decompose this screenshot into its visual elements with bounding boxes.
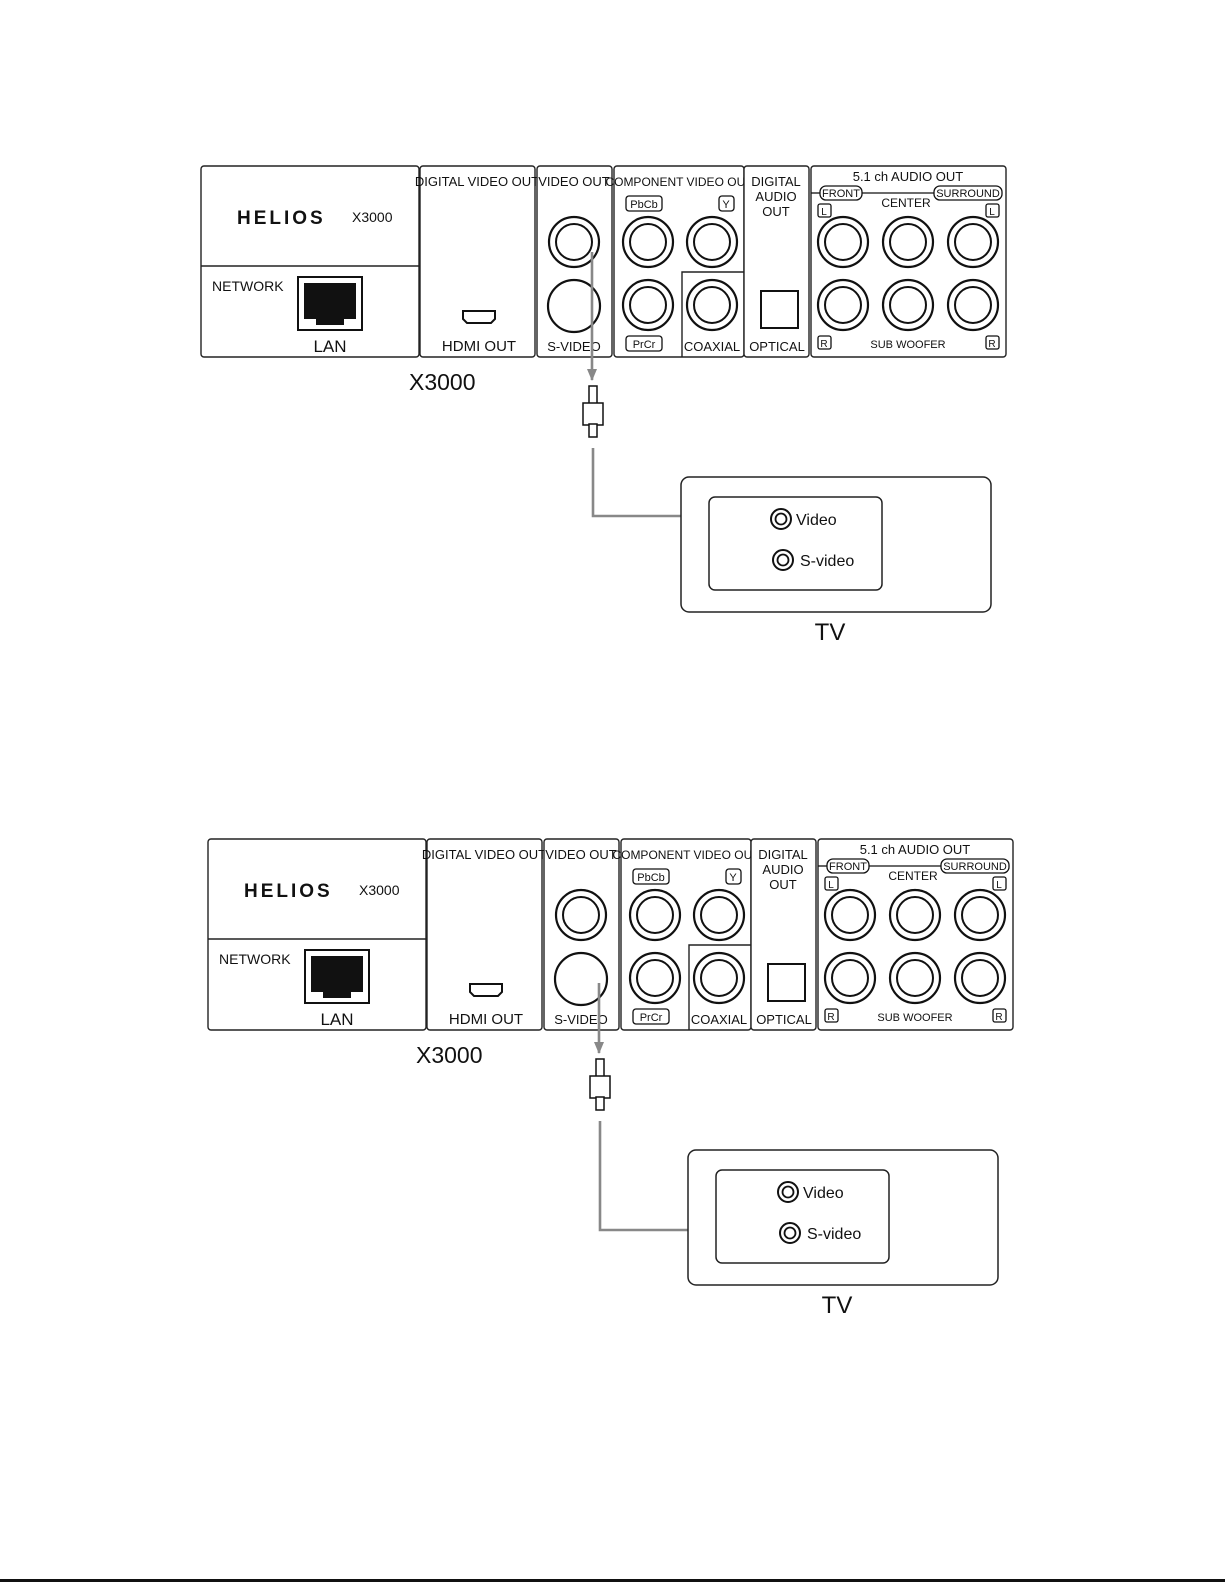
lan-label: LAN [313, 337, 346, 356]
surround-label: SURROUND [936, 188, 1000, 200]
lan-port-icon [297, 276, 363, 331]
audio-out-5-1-label: 5.1 ch AUDIO OUT [853, 169, 964, 184]
brand-logo: HELIOS [237, 208, 326, 229]
tv-label: TV [822, 1292, 853, 1319]
tv-input-panel [708, 496, 883, 591]
tv-s-video-label: S-video [807, 1226, 861, 1243]
optical-label: OPTICAL [749, 339, 805, 354]
tv-s-video-label: S-video [800, 553, 854, 570]
y-label: Y [729, 872, 737, 884]
front-label: FRONT [822, 188, 860, 200]
digital-audio-label-1: DIGITAL [751, 174, 801, 189]
front-l-label: L [828, 880, 834, 891]
front-l-label: L [821, 207, 827, 218]
pr-cr-label: PrCr [633, 339, 656, 351]
sub-woofer-label: SUB WOOFER [870, 339, 945, 351]
diagram-video-connection: HELIOS X3000 NETWORK LAN DIGITAL VIDEO O… [200, 165, 1007, 646]
video-out-label: VIDEO OUT [545, 847, 617, 862]
center-label: CENTER [881, 196, 931, 210]
brand-model: X3000 [359, 882, 400, 898]
digital-audio-label-2: AUDIO [762, 862, 803, 877]
digital-audio-label-1: DIGITAL [758, 847, 808, 862]
pr-cr-label: PrCr [640, 1012, 663, 1024]
hdmi-out-label: HDMI OUT [449, 1011, 523, 1028]
pb-cb-label: PbCb [637, 872, 665, 884]
network-label: NETWORK [212, 278, 284, 294]
rear-panel: HELIOS X3000 NETWORK LAN DIGITAL VIDEO O… [200, 165, 1007, 358]
lan-port-icon [304, 949, 370, 1004]
surround-r-label: R [988, 339, 995, 350]
video-out-label: VIDEO OUT [538, 174, 610, 189]
device-label: X3000 [416, 1042, 483, 1068]
s-video-jack-icon [546, 278, 602, 334]
rear-panel: HELIOS X3000 NETWORK LAN DIGITAL VIDEO O… [207, 838, 1014, 1031]
optical-port-icon [760, 290, 799, 329]
coaxial-label: COAXIAL [691, 1012, 747, 1027]
tv-input-panel [715, 1169, 890, 1264]
surround-l-label: L [989, 207, 995, 218]
tv-video-label: Video [796, 512, 837, 529]
front-label: FRONT [829, 861, 867, 873]
s-video-label: S-VIDEO [547, 339, 600, 354]
digital-video-section [426, 838, 543, 1031]
pb-cb-label: PbCb [630, 199, 658, 211]
digital-audio-label-3: OUT [769, 877, 797, 892]
optical-port-icon [767, 963, 806, 1002]
audio-out-5-1-label: 5.1 ch AUDIO OUT [860, 842, 971, 857]
hdmi-out-label: HDMI OUT [442, 338, 516, 355]
digital-audio-label-3: OUT [762, 204, 790, 219]
brand-network-section [207, 838, 427, 1031]
s-video-label: S-VIDEO [554, 1012, 607, 1027]
network-label: NETWORK [219, 951, 291, 967]
sub-woofer-label: SUB WOOFER [877, 1012, 952, 1024]
coaxial-label: COAXIAL [684, 339, 740, 354]
front-r-label: R [827, 1012, 834, 1023]
digital-video-out-label: DIGITAL VIDEO OUT [422, 847, 546, 862]
brand-model: X3000 [352, 209, 393, 225]
digital-audio-label-2: AUDIO [755, 189, 796, 204]
digital-video-out-label: DIGITAL VIDEO OUT [415, 174, 539, 189]
tv-label: TV [815, 619, 846, 646]
lan-label: LAN [320, 1010, 353, 1029]
device-label: X3000 [409, 369, 476, 395]
s-video-jack-icon [553, 951, 609, 1007]
y-label: Y [722, 199, 730, 211]
hdmi-port-icon [462, 310, 496, 324]
front-r-label: R [820, 339, 827, 350]
brand-network-section [200, 165, 420, 358]
component-video-out-label: COMPONENT VIDEO OUT [605, 175, 753, 189]
center-label: CENTER [888, 869, 938, 883]
hdmi-port-icon [469, 983, 503, 997]
surround-label: SURROUND [943, 861, 1007, 873]
component-video-out-label: COMPONENT VIDEO OUT [612, 848, 760, 862]
brand-logo: HELIOS [244, 881, 333, 902]
tv-unit: Video S-video TV [680, 476, 992, 646]
surround-l-label: L [996, 880, 1002, 891]
tv-unit: Video S-video TV [687, 1149, 999, 1319]
surround-r-label: R [995, 1012, 1002, 1023]
optical-label: OPTICAL [756, 1012, 812, 1027]
page-bottom-rule [0, 1579, 1225, 1582]
tv-video-label: Video [803, 1185, 844, 1202]
diagram-s-video-connection: HELIOS X3000 NETWORK LAN DIGITAL VIDEO O… [207, 838, 1014, 1319]
digital-video-section [419, 165, 536, 358]
